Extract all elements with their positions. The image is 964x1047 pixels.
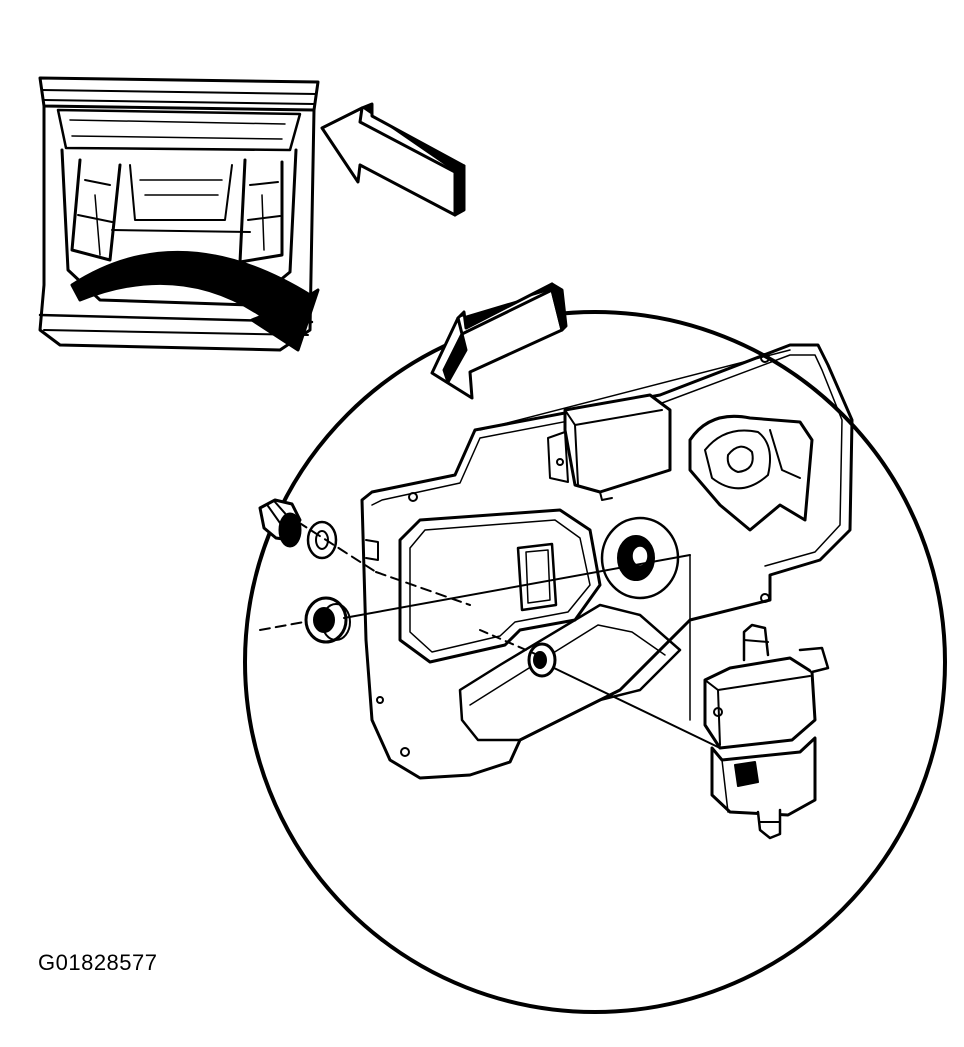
alignment-lines <box>259 521 721 749</box>
washer-pump <box>703 623 830 840</box>
grommet-nut <box>527 642 557 678</box>
relay-module <box>547 393 672 501</box>
round-grommet <box>600 516 680 600</box>
direction-arrow-upper <box>320 102 466 217</box>
mounting-bracket <box>688 414 814 532</box>
vehicle-rear-view <box>38 76 320 352</box>
retainer-nut <box>304 596 351 644</box>
detail-view <box>243 282 947 1014</box>
direction-arrow-lower <box>430 282 568 400</box>
figure-code: G01828577 <box>38 950 158 975</box>
push-pin-fastener <box>258 498 338 560</box>
